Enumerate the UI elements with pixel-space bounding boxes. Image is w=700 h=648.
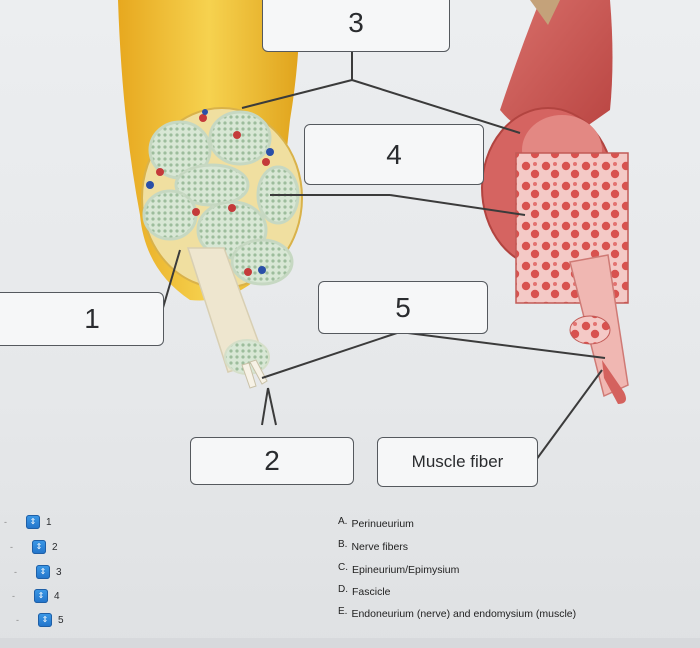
answer-select-3[interactable]: ⇕ [36,565,50,579]
muscle-illustration [481,0,629,404]
option-b-text: Nerve fibers [351,541,409,553]
leader-lines [159,52,606,461]
option-d: D. Fascicle [338,584,391,598]
option-c: C. Epineurium/Epimysium [338,562,460,576]
option-c-text: Epineurium/Epimysium [352,564,460,576]
option-e-text: Endoneurium (nerve) and endomysium (musc… [351,608,577,620]
footer-strip [0,638,700,648]
answer-number-5: 5 [58,614,64,626]
label-box-3[interactable]: 3 [262,0,450,52]
option-b-letter: B. [338,539,348,550]
answer-select-4[interactable]: ⇕ [34,589,48,603]
label-box-5[interactable]: 5 [318,281,488,334]
answer-select-1[interactable]: ⇕ [26,515,40,529]
option-e: E.Endoneurium (nerve) and endomysium (mu… [338,606,577,620]
label-box-1[interactable]: 1 [0,292,164,346]
label-box-2-text: 2 [264,445,280,476]
answer-select-2[interactable]: ⇕ [32,540,46,554]
option-a: A.Perinueurium [338,516,414,530]
option-e-letter: E. [338,606,348,617]
label-box-1-text: 1 [84,303,100,334]
answer-row-2: - ⇕ 2 [10,540,58,554]
option-a-letter: A. [338,516,348,527]
label-box-2[interactable]: 2 [190,437,354,485]
label-box-4-text: 4 [386,138,402,170]
label-box-muscle-fiber: Muscle fiber [377,437,538,487]
chevron-updown-icon: ⇕ [35,542,43,551]
option-c-letter: C. [338,562,348,573]
answer-row-5: - ⇕ 5 [16,613,64,627]
answer-number-3: 3 [56,566,62,578]
label-box-5-text: 5 [395,291,411,323]
answer-number-2: 2 [52,541,58,553]
label-box-4[interactable]: 4 [304,124,484,185]
answer-select-5[interactable]: ⇕ [38,613,52,627]
chevron-updown-icon: ⇕ [37,591,45,600]
chevron-updown-icon: ⇕ [39,567,47,576]
chevron-updown-icon: ⇕ [29,517,37,526]
answer-row-4: - ⇕ 4 [12,589,60,603]
muscle-fiber-label: Muscle fiber [411,452,504,471]
answer-number-4: 4 [54,590,60,602]
option-d-text: Fascicle [352,586,391,598]
option-a-text: Perinueurium [351,518,414,530]
option-b: B.Nerve fibers [338,539,409,553]
answer-row-3: - ⇕ 3 [14,565,62,579]
chevron-updown-icon: ⇕ [41,615,49,624]
option-d-letter: D. [338,584,348,595]
nerve-illustration [118,0,303,389]
answer-row-1: - ⇕ 1 [4,515,52,529]
answer-number-1: 1 [46,516,52,528]
label-box-3-text: 3 [348,7,364,38]
